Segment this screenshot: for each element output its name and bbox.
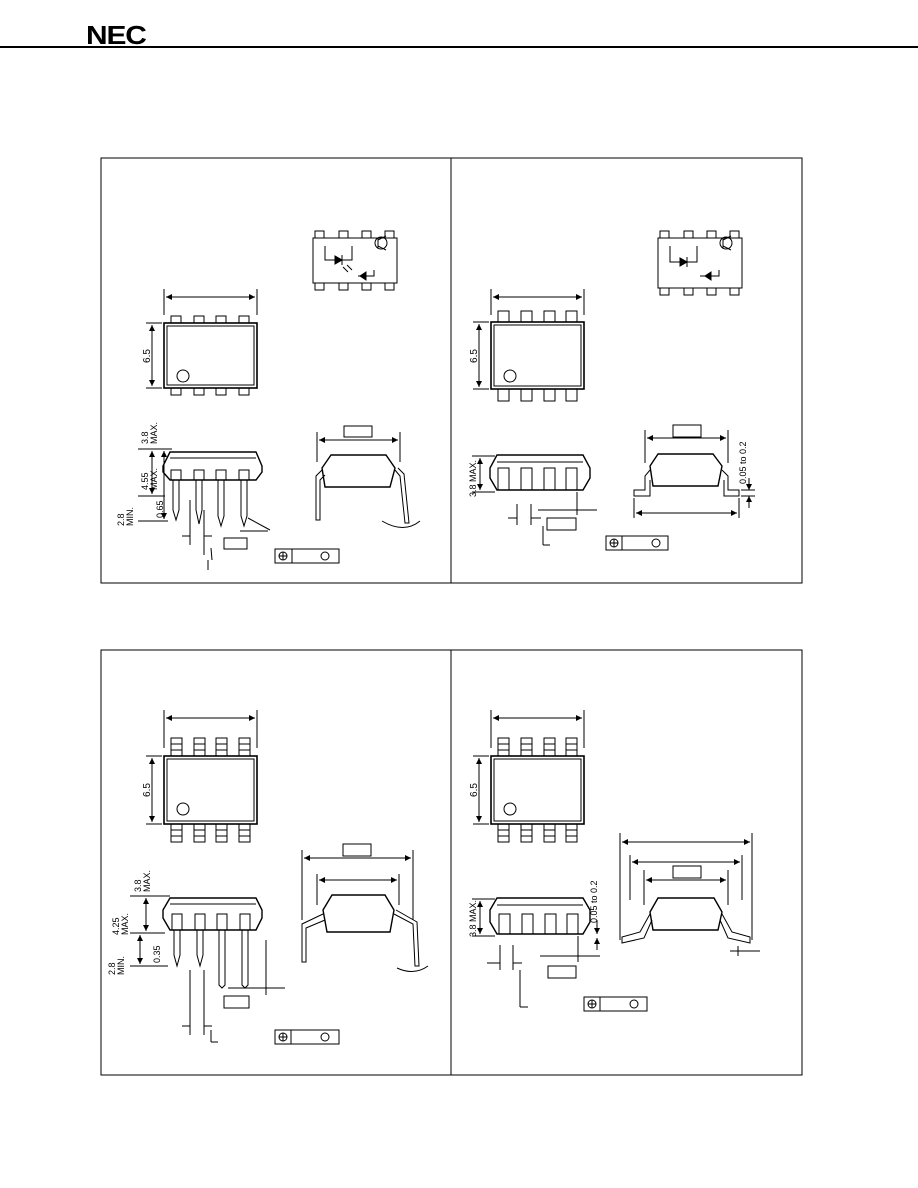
nec-logo: NEC — [86, 20, 147, 50]
side-view-d — [472, 897, 600, 1008]
front-view-c — [301, 843, 429, 972]
front-view-d — [619, 833, 760, 956]
dim-3-8-max-b: 3.8 MAX. — [468, 460, 478, 497]
dim-min-a: MIN. — [125, 507, 135, 526]
front-view-b — [633, 424, 755, 518]
dim-0-05-b: 0.05 to 0.2 — [738, 441, 748, 484]
panel-dip-top-left — [146, 289, 258, 396]
dim-3-8-c: 3.8 — [133, 879, 143, 892]
dim-6-5-a: 6.5 — [142, 349, 153, 363]
dim-4-55-a: 4.55 — [140, 472, 150, 490]
dim-6-5-d: 6.5 — [469, 783, 480, 797]
dim-6-5-b: 6.5 — [469, 349, 480, 363]
dim-min-c: MIN. — [116, 956, 126, 975]
dim-2-8-a: 2.8 — [116, 513, 126, 526]
panel-smd-bottom-right — [473, 710, 585, 843]
tolerance-frame-b — [605, 535, 669, 551]
dim-0-05-d: 0.05 to 0.2 — [589, 880, 599, 923]
side-view-c — [130, 895, 285, 1043]
front-view-a — [315, 425, 421, 528]
side-view-a — [138, 448, 271, 570]
dim-0-65-a: 0.65 — [155, 500, 165, 518]
dim-4-25-c: 4.25 — [111, 917, 121, 935]
dim-0-35-c: 0.35 — [152, 945, 162, 963]
tolerance-frame-a — [274, 548, 340, 564]
dim-6-5-c: 6.5 — [142, 783, 153, 797]
dim-max-a: MAX. — [149, 422, 159, 444]
header-rule — [0, 46, 918, 48]
dim-max-c: MAX. — [142, 870, 152, 892]
schematic-b — [657, 230, 743, 296]
schematic-a — [312, 230, 398, 291]
dim-2-8-c: 2.8 — [107, 962, 117, 975]
dim-max-a2: MAX. — [149, 468, 159, 490]
dim-3-8-a: 3.8 — [140, 431, 150, 444]
dim-3-8-max-d: 3.8 MAX. — [468, 900, 478, 937]
panel-smd-top-right — [473, 289, 585, 402]
tolerance-frame-d — [583, 996, 648, 1012]
page-header: NEC — [0, 0, 918, 50]
dim-max-c2: MAX. — [120, 913, 130, 935]
tolerance-frame-c — [274, 1029, 340, 1045]
panel-dip-bottom-left — [146, 710, 258, 843]
side-view-b — [472, 454, 597, 546]
